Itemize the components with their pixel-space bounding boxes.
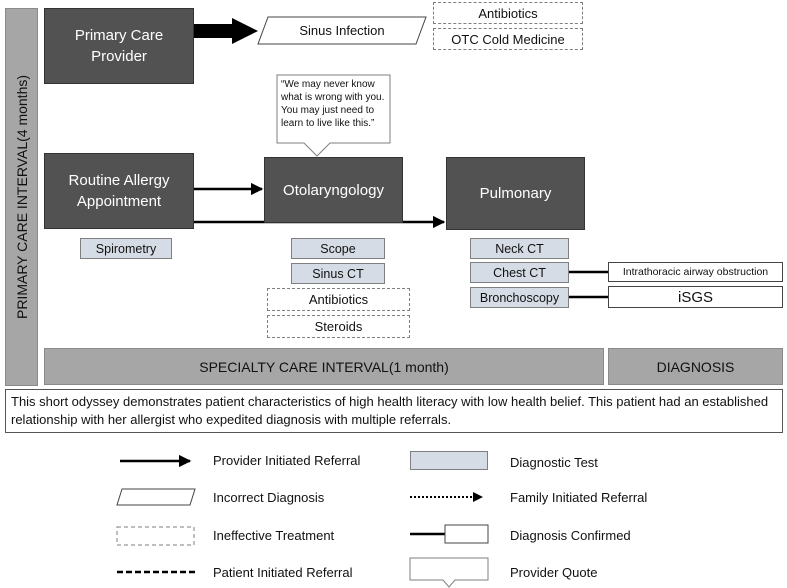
sinus-infection-shape: [257, 16, 427, 45]
legend-provider-referral-label: Provider Initiated Referral: [213, 453, 361, 468]
bronchoscopy-label: Bronchoscopy: [479, 290, 560, 305]
legend-provider-quote-label: Provider Quote: [510, 565, 598, 580]
legend-diagnosis-confirmed: Diagnosis Confirmed: [510, 528, 631, 543]
legend-patient-referral-label: Patient Initiated Referral: [213, 565, 353, 580]
primary-care-provider-box: Primary Care Provider: [44, 8, 194, 84]
otolaryngology-label: Otolaryngology: [283, 181, 384, 199]
isgs-label: iSGS: [677, 288, 713, 306]
legend-provider-quote: Provider Quote: [510, 565, 597, 580]
scope-test: Scope: [291, 238, 385, 259]
primary-care-interval-bar: PRIMARY CARE INTERVAL(4 months): [5, 8, 38, 386]
primary-care-interval-label: PRIMARY CARE INTERVAL(4 months): [13, 74, 30, 320]
routine-allergy-box: Routine Allergy Appointment: [44, 153, 194, 229]
legend-incorrect-diagnosis-label: Incorrect Diagnosis: [213, 490, 325, 505]
steroids-label: Steroids: [314, 319, 363, 334]
diagnosis-interval-bar: DIAGNOSIS: [608, 348, 783, 385]
sinus-ct-label: Sinus CT: [312, 266, 364, 281]
spirometry-test: Spirometry: [80, 238, 172, 259]
intrathoracic-label: Intrathoracic airway obstruction: [622, 266, 769, 278]
chest-ct-label: Chest CT: [493, 265, 546, 280]
legend-diagnosis-confirmed-box: [444, 524, 489, 544]
legend-provider-referral: Provider Initiated Referral: [213, 453, 360, 468]
diagnosis-interval-label: DIAGNOSIS: [656, 358, 735, 375]
legend-ineffective-treatment-shape: [116, 526, 195, 546]
description-text: This short odyssey demonstrates patient …: [11, 394, 769, 427]
quote-callout-shape: [276, 74, 391, 157]
isgs-diagnosis: iSGS: [608, 286, 783, 308]
legend-family-referral-label: Family Initiated Referral: [510, 490, 648, 505]
legend-diagnostic-test-swatch: [410, 451, 488, 470]
bronchoscopy-test: Bronchoscopy: [470, 287, 569, 308]
pulmonary-box: Pulmonary: [446, 157, 585, 230]
otc-cold-label: OTC Cold Medicine: [451, 31, 565, 47]
antibiotics-top-treatment: Antibiotics: [433, 2, 583, 24]
sinus-ct-test: Sinus CT: [291, 263, 385, 284]
neck-ct-label: Neck CT: [495, 241, 544, 256]
provider-quote: “We may never know what is wrong with yo…: [281, 78, 388, 130]
routine-allergy-label: Routine Allergy Appointment: [68, 172, 170, 210]
spirometry-label: Spirometry: [95, 241, 157, 256]
primary-care-provider-label: Primary Care Provider: [74, 27, 164, 65]
otc-cold-treatment: OTC Cold Medicine: [433, 28, 583, 50]
otolaryngology-box: Otolaryngology: [264, 157, 403, 223]
legend-ineffective-treatment-label: Ineffective Treatment: [213, 528, 335, 543]
provider-quote-text: “We may never know what is wrong with yo…: [281, 79, 385, 129]
sinus-infection-diagnosis: Sinus Infection: [262, 17, 422, 44]
antibiotics-ent-treatment: Antibiotics: [267, 288, 410, 311]
steroids-treatment: Steroids: [267, 315, 410, 338]
thick-arrow-pcp-sinus: [194, 18, 258, 44]
antibiotics-top-label: Antibiotics: [478, 5, 538, 21]
legend-ineffective-treatment: Ineffective Treatment: [213, 528, 334, 543]
neck-ct-test: Neck CT: [470, 238, 569, 259]
scope-label: Scope: [320, 241, 356, 256]
legend-patient-referral: Patient Initiated Referral: [213, 565, 352, 580]
specialty-care-interval-bar: SPECIALTY CARE INTERVAL(1 month): [44, 348, 604, 385]
description-box: This short odyssey demonstrates patient …: [5, 389, 783, 433]
legend-incorrect-diagnosis: Incorrect Diagnosis: [213, 490, 324, 505]
specialty-care-interval-label: SPECIALTY CARE INTERVAL(1 month): [199, 358, 449, 375]
legend-diagnostic-test: Diagnostic Test: [510, 455, 598, 470]
legend-provider-quote-shape: [409, 557, 489, 588]
intrathoracic-diagnosis: Intrathoracic airway obstruction: [608, 262, 783, 282]
legend-family-referral: Family Initiated Referral: [510, 490, 647, 505]
legend-incorrect-diagnosis-shape: [116, 488, 196, 506]
legend-diagnostic-test-label: Diagnostic Test: [510, 455, 598, 470]
pulmonary-label: Pulmonary: [479, 185, 552, 202]
legend-diagnosis-confirmed-label: Diagnosis Confirmed: [510, 528, 631, 543]
sinus-infection-label: Sinus Infection: [299, 23, 385, 38]
chest-ct-test: Chest CT: [470, 262, 569, 283]
antibiotics-ent-label: Antibiotics: [308, 292, 369, 307]
